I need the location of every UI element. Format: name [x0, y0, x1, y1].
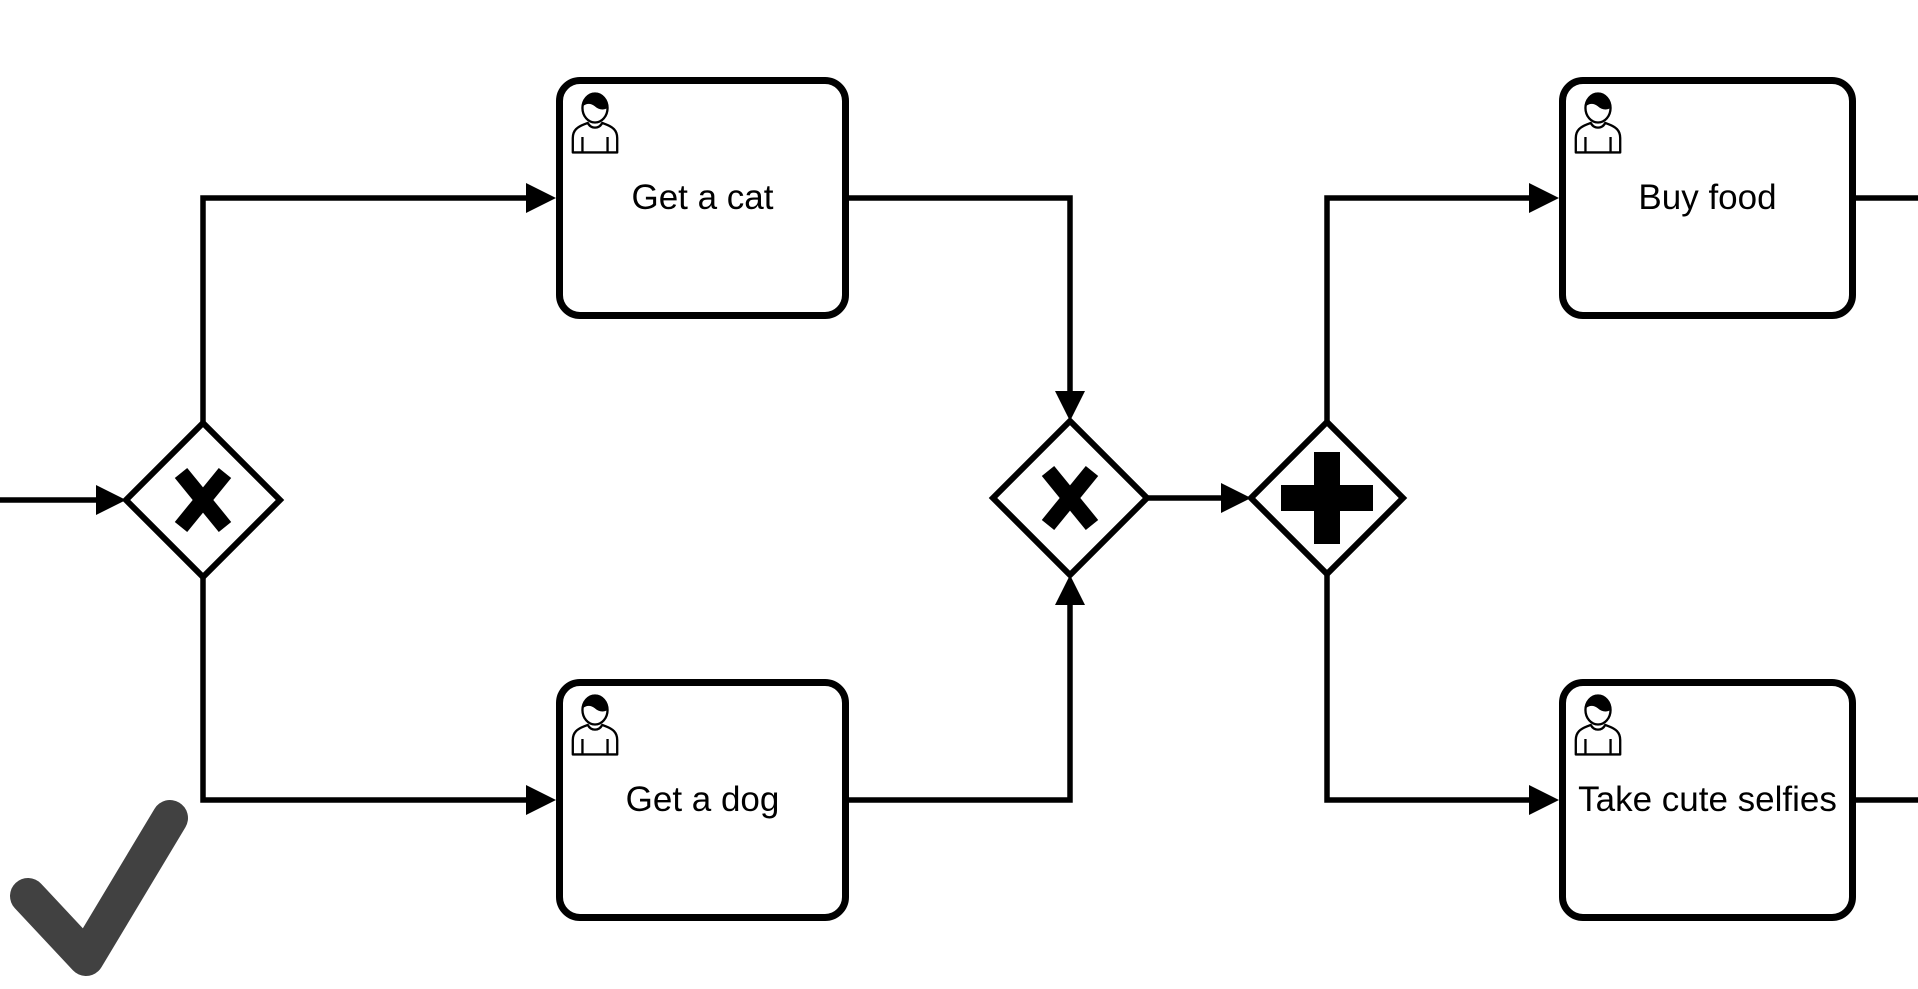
flow-parallel-split-to-buy-food[interactable]	[1324, 183, 1559, 422]
user-task-buy-food[interactable]: Buy food	[1559, 77, 1856, 319]
arrowhead-icon	[526, 785, 556, 815]
flow-exclusive-split-to-get-a-cat[interactable]	[200, 183, 556, 423]
flow-exclusive-split-to-get-a-dog[interactable]	[200, 577, 556, 815]
user-icon	[1574, 694, 1622, 756]
user-icon	[571, 694, 619, 756]
task-label: Buy food	[1638, 177, 1777, 217]
x-marker-icon	[1041, 465, 1099, 531]
flow-get-a-dog-to-exclusive-join[interactable]	[849, 575, 1085, 803]
arrowhead-icon	[96, 485, 126, 515]
flow-exclusive-join-to-parallel-split[interactable]	[1147, 483, 1251, 513]
arrowhead-icon	[526, 183, 556, 213]
plus-marker-icon	[1281, 452, 1373, 544]
arrowhead-icon	[1055, 575, 1085, 605]
task-label: Get a dog	[625, 779, 780, 819]
flow-start-to-exclusive-split[interactable]	[0, 485, 126, 515]
parallel-gateway-split[interactable]	[1246, 417, 1408, 579]
flow-line	[1324, 574, 1532, 803]
flow-line	[200, 195, 529, 423]
flow-line	[849, 195, 1073, 394]
exclusive-gateway-join[interactable]	[988, 416, 1152, 580]
task-label: Get a cat	[631, 177, 774, 217]
user-task-get-a-dog[interactable]: Get a dog	[556, 679, 849, 921]
user-icon	[1574, 92, 1622, 154]
checkmark-icon	[10, 800, 188, 976]
flow-line	[849, 602, 1073, 803]
exclusive-gateway-split[interactable]	[121, 418, 285, 582]
flow-line	[1324, 195, 1532, 422]
user-icon	[571, 92, 619, 154]
arrowhead-icon	[1055, 391, 1085, 421]
flow-parallel-split-to-take-cute-selfies[interactable]	[1324, 574, 1559, 815]
flow-line	[200, 577, 529, 803]
task-label: Take cute selfies	[1578, 779, 1837, 819]
arrowhead-icon	[1529, 183, 1559, 213]
arrowhead-icon	[1221, 483, 1251, 513]
user-task-take-cute-selfies[interactable]: Take cute selfies	[1559, 679, 1856, 921]
x-marker-icon	[174, 467, 232, 533]
arrowhead-icon	[1529, 785, 1559, 815]
flow-get-a-cat-to-exclusive-join[interactable]	[849, 195, 1085, 421]
user-task-get-a-cat[interactable]: Get a cat	[556, 77, 849, 319]
